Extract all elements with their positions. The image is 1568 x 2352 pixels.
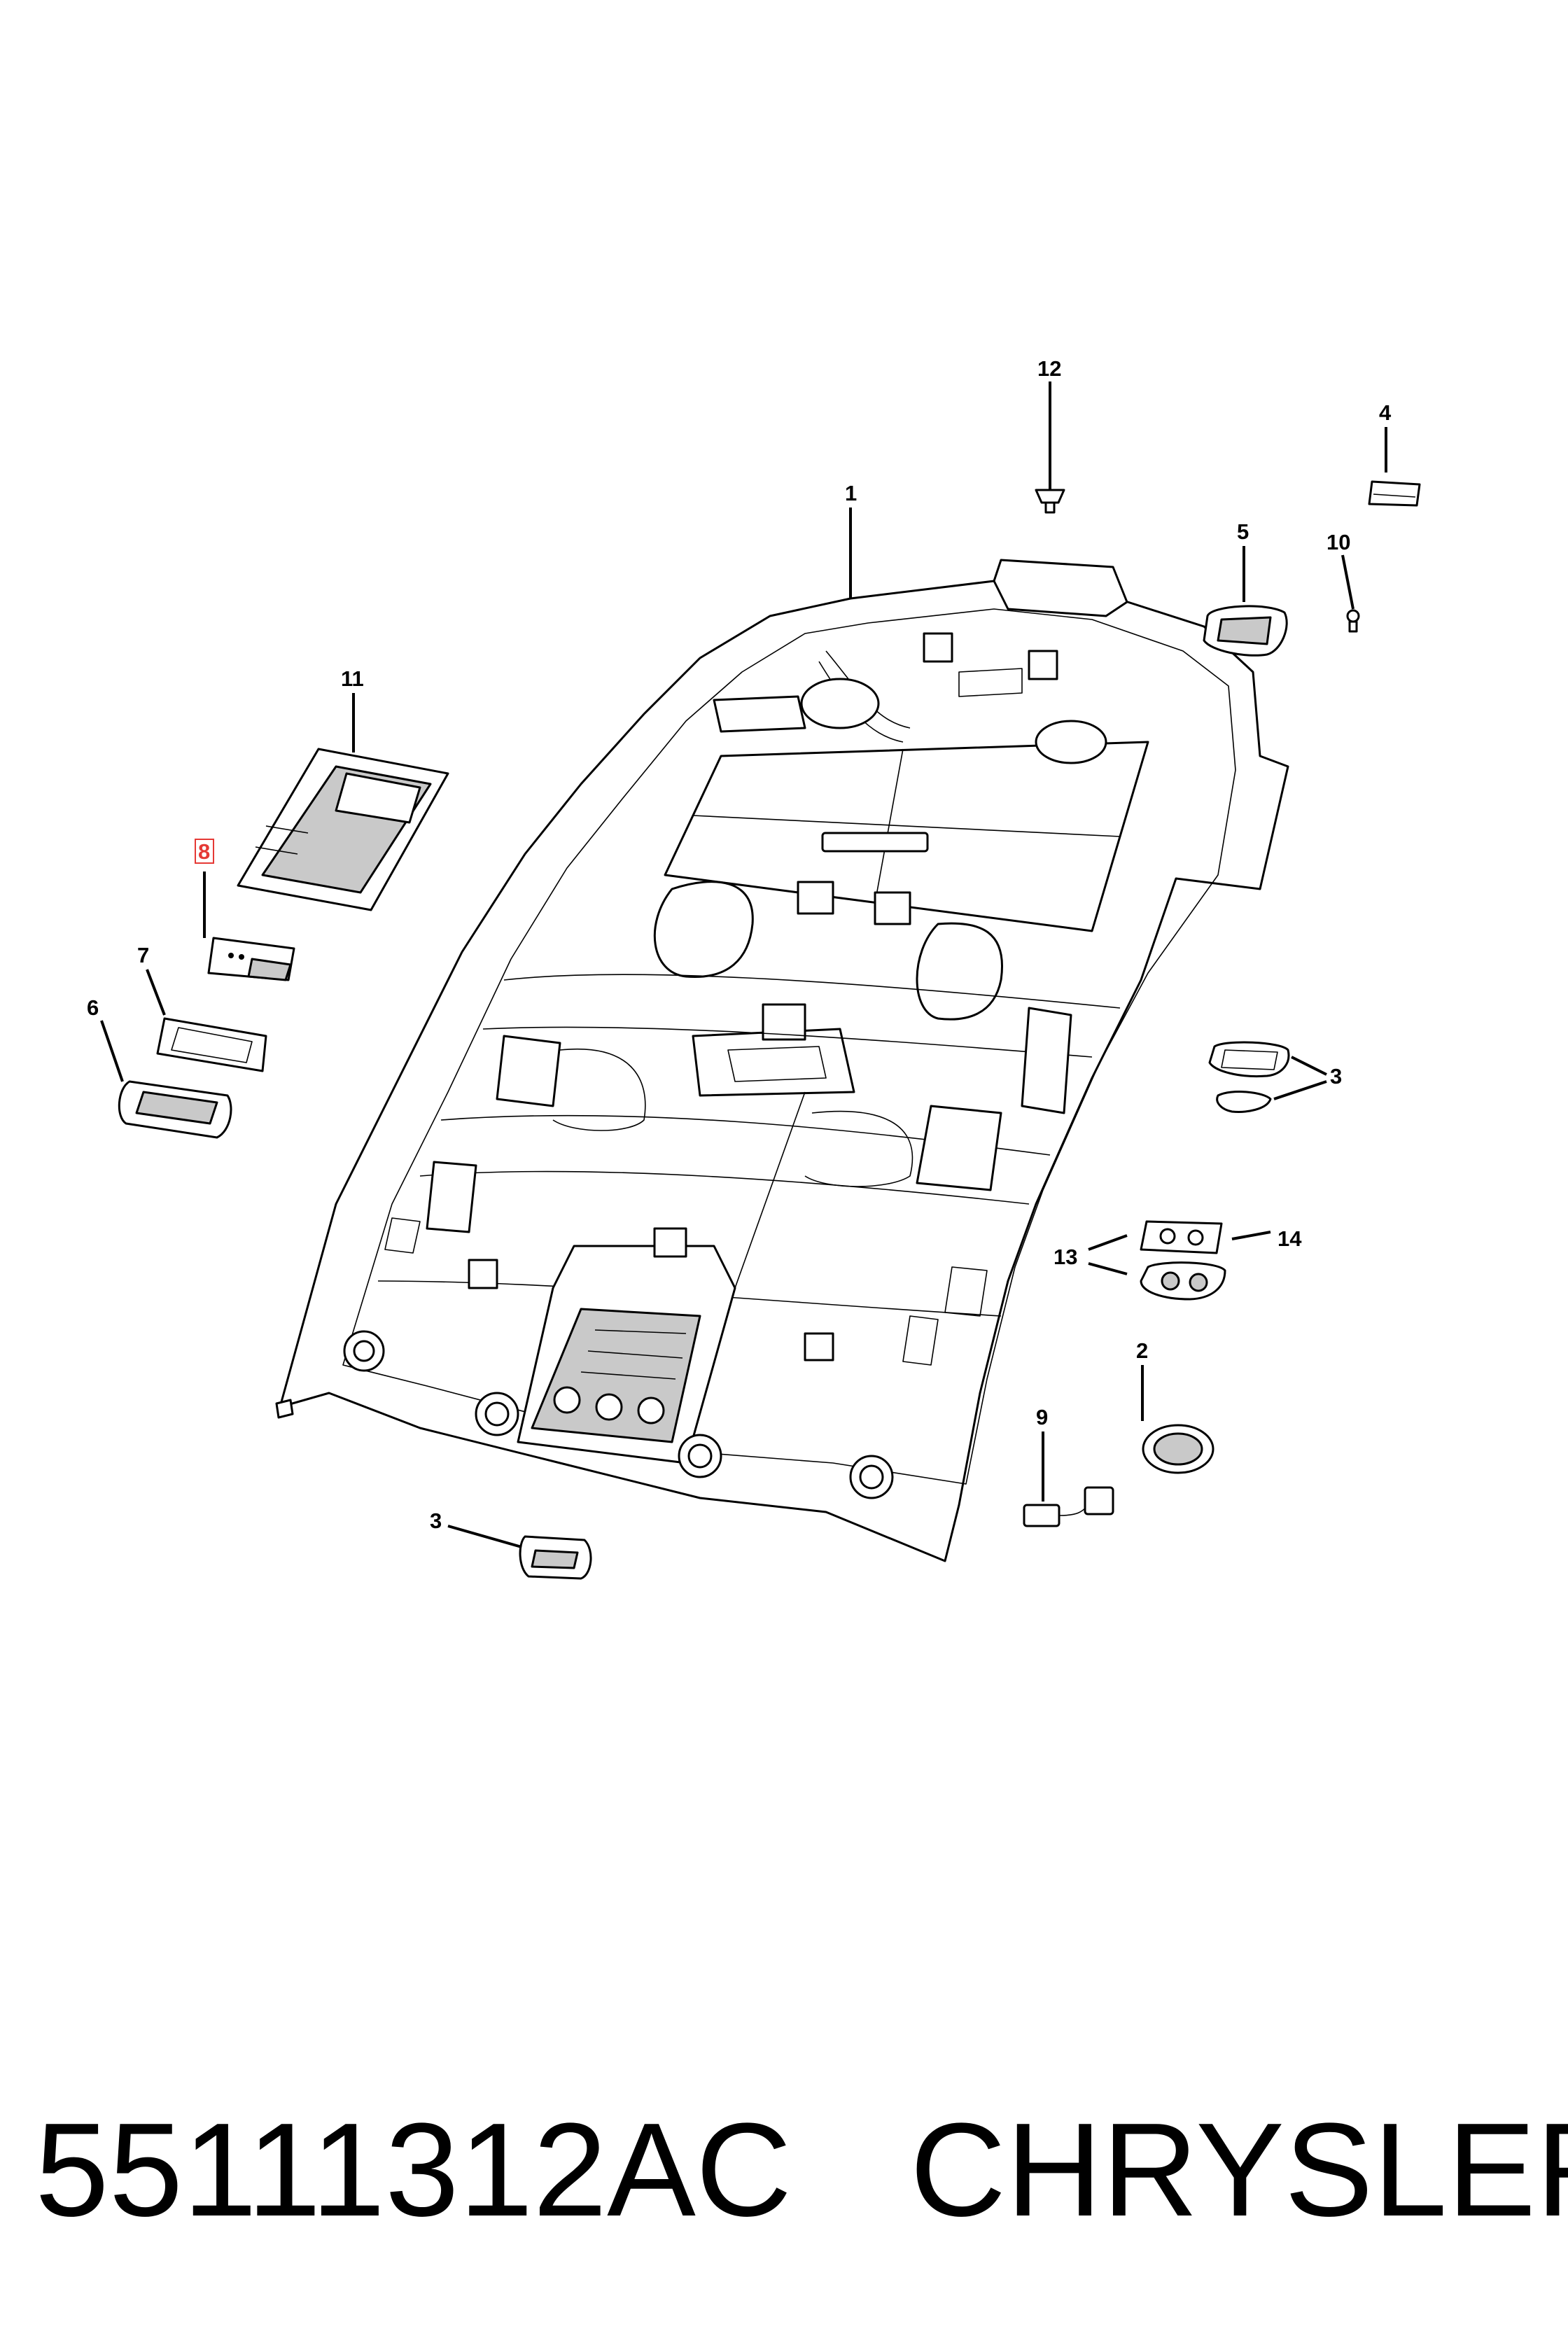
- leader-lines: [100, 382, 1387, 1548]
- screw-part-10: [1346, 609, 1360, 633]
- callout-4: 4: [1379, 400, 1392, 425]
- callout-3-right: 3: [1330, 1064, 1342, 1088]
- headliner-panel: [275, 559, 1289, 1562]
- wire-harness-part-9: [1023, 1486, 1114, 1527]
- module-part-8: [207, 937, 295, 981]
- frame-part-7: [156, 1017, 267, 1072]
- callout-1: 1: [845, 481, 857, 505]
- callout-8: 8: [198, 839, 210, 864]
- clip-part-4: [1368, 480, 1421, 507]
- lens-part-6: [118, 1080, 232, 1139]
- callout-13: 13: [1054, 1245, 1077, 1269]
- reading-lamp-part-13: [1140, 1261, 1226, 1301]
- part-info-footer: 55111312AC CHRYSLER: [35, 2086, 1568, 2254]
- part-number: 55111312AC: [35, 2096, 792, 2244]
- tray-part-11: [237, 748, 449, 911]
- callout-10: 10: [1326, 530, 1350, 554]
- callout-7: 7: [137, 943, 149, 967]
- bezel-part-5: [1203, 605, 1288, 657]
- grommet-part-2: [1142, 1424, 1214, 1474]
- reading-lamp-part-14: [1140, 1220, 1223, 1254]
- callout-14: 14: [1278, 1226, 1302, 1251]
- callout-12: 12: [1037, 356, 1061, 381]
- brand-name: CHRYSLER: [910, 2096, 1568, 2244]
- callout-11: 11: [341, 666, 364, 691]
- push-clip-part-12: [1035, 489, 1065, 514]
- callout-3-bottom: 3: [430, 1508, 442, 1533]
- dome-lamp-part-3-right: [1208, 1041, 1290, 1113]
- callout-9: 9: [1036, 1405, 1048, 1429]
- callout-5: 5: [1237, 519, 1249, 544]
- callout-labels: 1 2 3 3 4 5 6 7 8 9 10 11 12 13 14: [87, 356, 1392, 1533]
- callout-6: 6: [87, 995, 99, 1020]
- lamp-part-3-bottom: [519, 1535, 592, 1580]
- callout-8-highlight-box: [195, 839, 214, 864]
- callout-2: 2: [1136, 1338, 1148, 1363]
